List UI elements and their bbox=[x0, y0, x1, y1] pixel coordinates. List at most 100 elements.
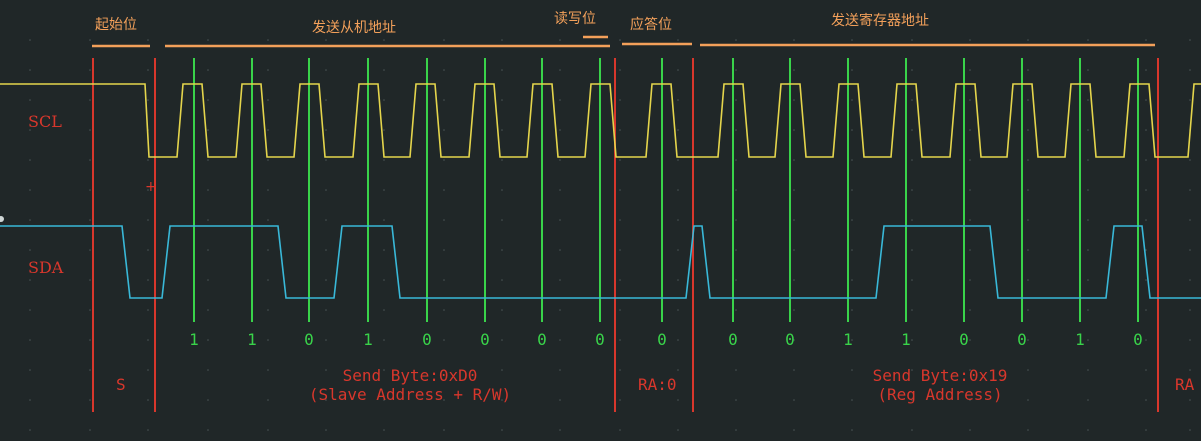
grid-dot bbox=[443, 399, 445, 401]
grid-dot bbox=[325, 189, 327, 191]
grid-dot bbox=[89, 159, 91, 161]
grid-dot bbox=[851, 429, 853, 431]
grid-dot bbox=[207, 219, 209, 221]
grid-dot bbox=[1189, 429, 1191, 431]
grid-dot bbox=[267, 69, 269, 71]
grid-dot bbox=[851, 339, 853, 341]
grid-dot bbox=[969, 249, 971, 251]
grid-dot bbox=[559, 369, 561, 371]
grid-dot bbox=[383, 189, 385, 191]
grid-dot bbox=[207, 309, 209, 311]
grid-dot bbox=[793, 249, 795, 251]
grid-dot bbox=[267, 219, 269, 221]
trigger-marker-icon: + bbox=[145, 179, 157, 195]
grid-dot bbox=[559, 99, 561, 101]
grid-dot bbox=[677, 309, 679, 311]
grid-dot bbox=[969, 159, 971, 161]
grid-dot bbox=[89, 39, 91, 41]
grid-dot bbox=[969, 429, 971, 431]
start-condition-label: S bbox=[116, 375, 126, 394]
grid-dot bbox=[735, 369, 737, 371]
grid-dot bbox=[1027, 99, 1029, 101]
grid-dot bbox=[1145, 129, 1147, 131]
grid-dot bbox=[1087, 129, 1089, 131]
grid-dot bbox=[1027, 129, 1029, 131]
grid-dot bbox=[1189, 249, 1191, 251]
grid-dot bbox=[29, 99, 31, 101]
grid-dot bbox=[207, 399, 209, 401]
grid-dot bbox=[267, 159, 269, 161]
grid-dot bbox=[443, 249, 445, 251]
grid-dot bbox=[267, 39, 269, 41]
grid-dot bbox=[619, 189, 621, 191]
annotation-brackets bbox=[92, 35, 1155, 48]
grid-dot bbox=[1027, 309, 1029, 311]
bit-value: 0 bbox=[785, 330, 795, 349]
grid-dot bbox=[1087, 99, 1089, 101]
bit-value: 0 bbox=[595, 330, 605, 349]
level-handle-icon[interactable] bbox=[0, 216, 4, 222]
grid-dot bbox=[735, 189, 737, 191]
grid-dot bbox=[1087, 219, 1089, 221]
grid-dot bbox=[383, 309, 385, 311]
grid-dot bbox=[1087, 249, 1089, 251]
grid-dot bbox=[911, 369, 913, 371]
bit-value: 0 bbox=[304, 330, 314, 349]
grid-dot bbox=[911, 159, 913, 161]
grid-dot bbox=[29, 69, 31, 71]
grid-dot bbox=[501, 189, 503, 191]
bit-value: 0 bbox=[728, 330, 738, 349]
grid-dot bbox=[559, 429, 561, 431]
grid-dot bbox=[443, 129, 445, 131]
grid-dot bbox=[1027, 189, 1029, 191]
grid-dot bbox=[207, 99, 209, 101]
grid-dot bbox=[969, 219, 971, 221]
grid-dot bbox=[147, 429, 149, 431]
grid-dot bbox=[793, 159, 795, 161]
grid-dot bbox=[89, 399, 91, 401]
grid-dot bbox=[735, 69, 737, 71]
bit-value: 0 bbox=[657, 330, 667, 349]
grid-dot bbox=[735, 399, 737, 401]
grid-dot bbox=[911, 249, 913, 251]
grid-dot bbox=[1027, 69, 1029, 71]
grid-dot bbox=[1087, 159, 1089, 161]
frame-boundary-markers bbox=[92, 58, 1159, 412]
grid-dot bbox=[267, 369, 269, 371]
grid-dot bbox=[443, 159, 445, 161]
grid-dot bbox=[267, 189, 269, 191]
grid-dot bbox=[267, 309, 269, 311]
grid-dot bbox=[677, 219, 679, 221]
grid-dot bbox=[1145, 309, 1147, 311]
grid-dot bbox=[29, 309, 31, 311]
grid-dot bbox=[325, 219, 327, 221]
grid-dot bbox=[501, 399, 503, 401]
grid-dot bbox=[793, 429, 795, 431]
grid-dot bbox=[501, 159, 503, 161]
grid-dot bbox=[1189, 159, 1191, 161]
sda-waveform bbox=[0, 225, 1201, 299]
grid-dot bbox=[793, 39, 795, 41]
byte2-decode-description: (Reg Address) bbox=[877, 385, 1003, 404]
grid-dot bbox=[1145, 189, 1147, 191]
grid-dot bbox=[325, 429, 327, 431]
grid-dot bbox=[207, 279, 209, 281]
grid-dot bbox=[735, 309, 737, 311]
grid-dot bbox=[559, 309, 561, 311]
grid-dot bbox=[1087, 69, 1089, 71]
grid-dot bbox=[1189, 99, 1191, 101]
grid-dot bbox=[1145, 219, 1147, 221]
grid-dot bbox=[383, 219, 385, 221]
grid-dot bbox=[89, 279, 91, 281]
grid-dot bbox=[1145, 279, 1147, 281]
grid-dot bbox=[735, 339, 737, 341]
grid-dot bbox=[1087, 189, 1089, 191]
grid-dot bbox=[383, 159, 385, 161]
grid-dot bbox=[89, 99, 91, 101]
grid-dot bbox=[1145, 369, 1147, 371]
grid-dot bbox=[911, 339, 913, 341]
bit-value: 1 bbox=[189, 330, 199, 349]
grid-dot bbox=[969, 399, 971, 401]
